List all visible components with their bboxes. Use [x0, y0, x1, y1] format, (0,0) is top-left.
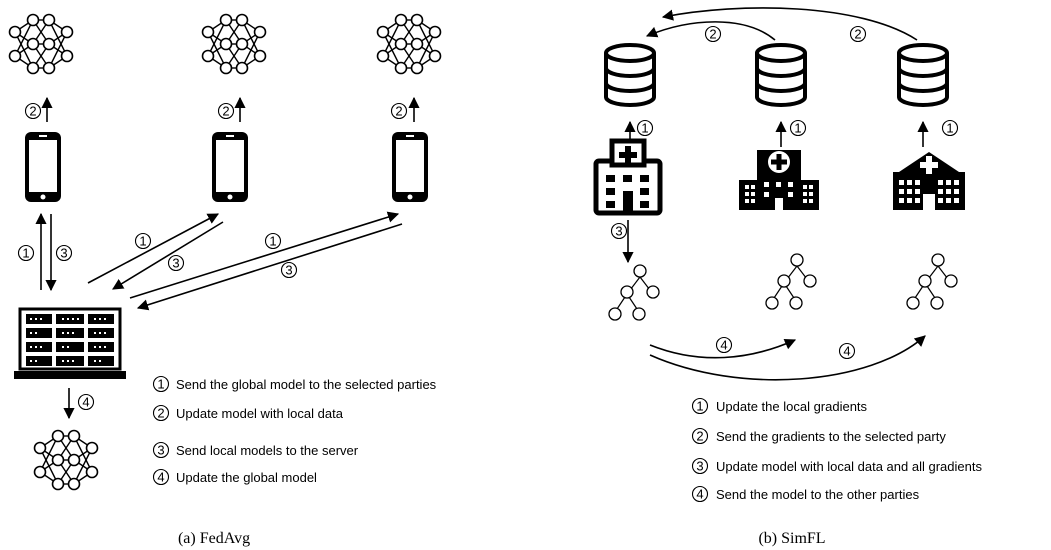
step-number: 1	[139, 234, 146, 249]
hospital-icon	[739, 150, 819, 210]
smartphone-icon	[212, 132, 248, 202]
database-icon	[755, 43, 807, 107]
step-number: 3	[615, 224, 622, 239]
fedavg-panel: 2 2 2 1 3 1 3 1 3 4 1 Send the global mo…	[8, 13, 442, 547]
smartphone-icon	[392, 132, 428, 202]
legend-text: Send the global model to the selected pa…	[176, 377, 437, 392]
hospital-icon	[596, 141, 660, 213]
step-number: 3	[172, 256, 179, 271]
simfl-panel: 2 2 1 1 1 3 4 4 1 Update the local gradi…	[596, 7, 982, 547]
legend-text: Update model with local data	[176, 406, 344, 421]
decision-tree-icon	[906, 253, 958, 310]
server-icon	[12, 307, 128, 381]
neural-network-icon	[8, 13, 74, 75]
decision-tree-icon	[765, 253, 817, 310]
legend-number: 1	[696, 399, 703, 414]
step-number: 2	[854, 27, 861, 42]
step-number: 3	[285, 263, 292, 278]
legend-number: 3	[157, 443, 164, 458]
legend-text: Update model with local data and all gra…	[716, 459, 982, 474]
legend-text: Update the local gradients	[716, 399, 868, 414]
step-2-arrow	[41, 96, 420, 122]
legend-number: 1	[157, 377, 164, 392]
legend-number: 4	[696, 487, 703, 502]
step-number: 4	[720, 338, 727, 353]
database-icon	[604, 43, 656, 107]
step-number: 3	[60, 246, 67, 261]
step-number: 1	[794, 121, 801, 136]
step-number: 2	[222, 104, 229, 119]
legend-text: Send local models to the server	[176, 443, 359, 458]
simfl-legend: 1 Update the local gradients 2 Send the …	[691, 397, 982, 503]
legend-number: 4	[157, 470, 164, 485]
step-number: 4	[82, 395, 89, 410]
legend-number: 2	[157, 406, 164, 421]
neural-network-icon	[376, 13, 442, 75]
legend-text: Send the model to the other parties	[716, 487, 920, 502]
smartphone-icon	[25, 132, 61, 202]
step-number: 1	[269, 234, 276, 249]
step-number: 2	[29, 104, 36, 119]
step-number: 4	[843, 344, 850, 359]
step-number: 1	[946, 121, 953, 136]
step-number: 1	[641, 121, 648, 136]
caption-simfl: (b) SimFL	[758, 530, 825, 547]
neural-network-icon	[201, 13, 267, 75]
legend-text: Send the gradients to the selected party	[716, 429, 946, 444]
neural-network-icon	[33, 429, 99, 491]
step-number: 2	[709, 27, 716, 42]
decision-tree-icon	[608, 264, 660, 321]
fedavg-legend: 1 Send the global model to the selected …	[152, 375, 437, 486]
legend-text: Update the global model	[176, 470, 317, 485]
step-number: 1	[22, 246, 29, 261]
legend-number: 2	[696, 429, 703, 444]
hospital-icon	[893, 152, 965, 210]
step-number: 2	[395, 104, 402, 119]
caption-fedavg: (a) FedAvg	[178, 530, 250, 547]
legend-number: 3	[696, 459, 703, 474]
database-icon	[897, 43, 949, 107]
